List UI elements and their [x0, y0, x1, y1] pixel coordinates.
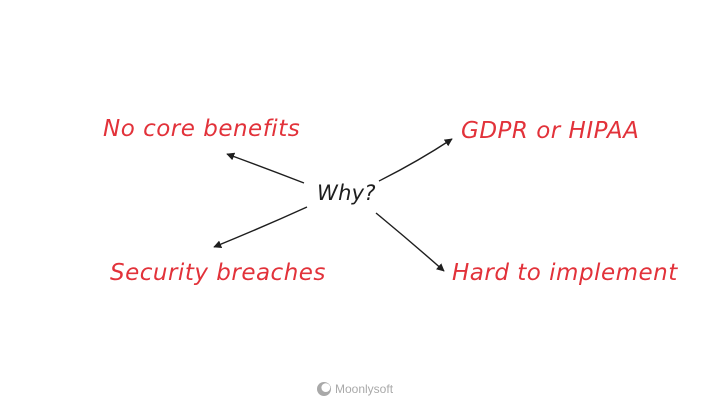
brand-watermark: Moonlysoft: [317, 382, 393, 396]
moon-logo-icon: [317, 382, 331, 396]
arrow-to-no-core-benefits: [226, 152, 305, 184]
arrow-to-gdpr-or-hipaa: [378, 138, 453, 182]
center-node-why: Why?: [317, 181, 376, 205]
brand-name: Moonlysoft: [335, 382, 394, 396]
arrow-to-security-breaches: [213, 206, 308, 248]
branch-no-core-benefits: No core benefits: [103, 116, 301, 142]
branch-security-breaches: Security breaches: [110, 260, 326, 286]
arrow-to-hard-to-implement: [375, 212, 445, 272]
branch-gdpr-or-hipaa: GDPR or HIPAA: [461, 118, 640, 144]
branch-hard-to-implement: Hard to implement: [452, 260, 678, 286]
